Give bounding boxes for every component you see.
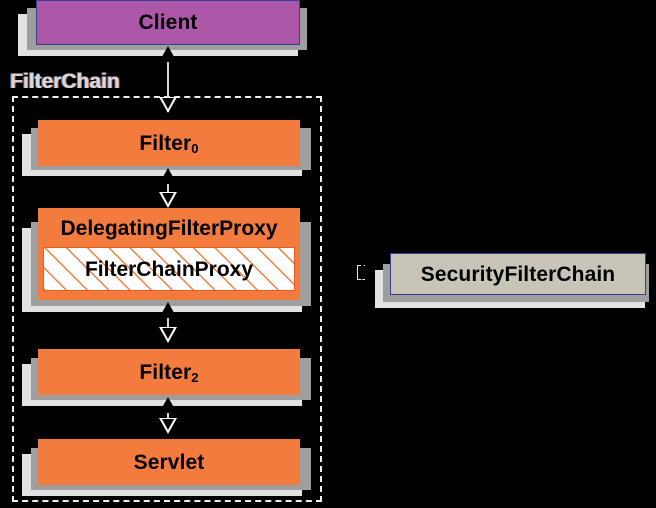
node-filter2-sublabel: 2: [191, 369, 199, 385]
edge-client-filter0-head-up: [159, 46, 177, 62]
node-client-label: Client: [138, 11, 198, 34]
node-sfc-box[interactable]: SecurityFilterChain: [390, 253, 646, 295]
edge-filter0-dfp-head-down: [159, 192, 177, 208]
edge-filter0-dfp-head-up: [159, 168, 177, 184]
edge-dfp-filter2-line: [167, 306, 169, 342]
edge-filter2-servlet-head-up: [159, 397, 177, 413]
node-dfp-title: DelegatingFilterProxy: [39, 209, 299, 247]
node-dfp-box[interactable]: DelegatingFilterProxy FilterChainProxy: [38, 208, 300, 300]
node-client-box[interactable]: Client: [36, 0, 300, 45]
edge-filter2-servlet-line: [167, 401, 169, 432]
node-servlet-label: Servlet: [133, 450, 205, 474]
edge-client-filter0-line: [167, 50, 169, 112]
edge-filter2-servlet-head-down: [159, 418, 177, 434]
edge-dfp-filter2-head-up: [159, 302, 177, 318]
edge-fcp-sfc-head: [361, 264, 375, 280]
edge-client-filter0-head-down: [159, 97, 177, 113]
edge-dfp-filter2-head-down: [159, 327, 177, 343]
filterchain-label: FilterChain: [10, 70, 120, 93]
node-filter2-label: Filter: [139, 360, 192, 384]
node-filterchainproxy-box[interactable]: FilterChainProxy: [43, 247, 295, 291]
node-filter0-sublabel: 0: [191, 140, 199, 156]
node-dfp-label: DelegatingFilterProxy: [60, 216, 278, 240]
node-sfc-label: SecurityFilterChain: [420, 262, 616, 286]
node-servlet-box[interactable]: Servlet: [38, 439, 300, 485]
edge-filter0-dfp-line: [167, 172, 169, 206]
node-filter0-label: Filter: [139, 131, 192, 155]
node-filterchainproxy-label: FilterChainProxy: [84, 257, 254, 281]
